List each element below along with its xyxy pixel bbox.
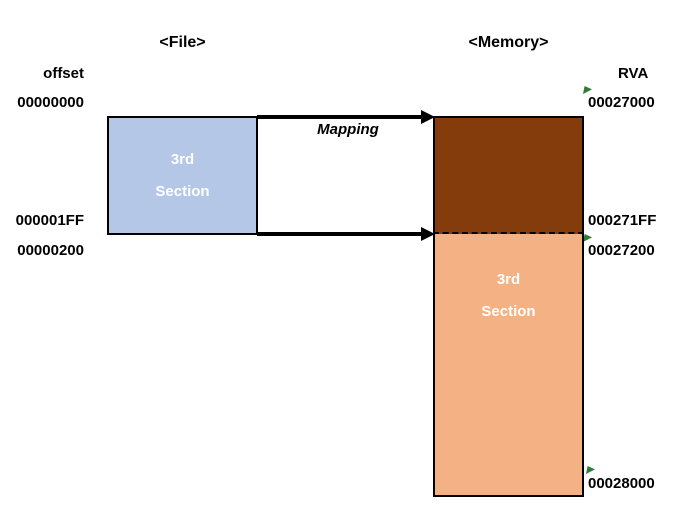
memory-section-label-line2: Section (481, 303, 536, 320)
rva-value-start: 00027000 (588, 94, 655, 111)
mapping-arrow-top-line (257, 115, 423, 119)
green-triangle-marker-icon (586, 466, 595, 474)
offset-value-start: 00000000 (17, 94, 84, 111)
offset-value-next: 00000200 (17, 242, 84, 259)
offset-axis-label: offset (43, 65, 84, 82)
mapping-arrow-bottom-head-icon (421, 227, 435, 241)
memory-section-label-line1: 3rd (496, 271, 521, 288)
memory-header-block (433, 116, 584, 234)
file-section-box: 3rd Section (107, 116, 258, 235)
memory-section-box: 3rd Section (433, 234, 584, 497)
file-section-label-line1: 3rd (170, 150, 195, 168)
rva-value-header-end: 000271FF (588, 212, 657, 229)
green-triangle-marker-icon (583, 86, 592, 94)
rva-value-section-start: 00027200 (588, 242, 655, 259)
offset-value-section-end: 000001FF (15, 212, 84, 229)
file-panel-title: <File> (159, 34, 206, 51)
green-triangle-marker-icon (583, 234, 592, 242)
file-section-label-line2: Section (155, 182, 210, 200)
memory-panel-title: <Memory> (468, 34, 549, 51)
rva-value-end: 00028000 (588, 475, 655, 492)
mapping-arrow-bottom-line (257, 232, 423, 236)
rva-axis-label: RVA (618, 65, 649, 82)
mapping-label: Mapping (317, 121, 379, 138)
mapping-arrow-top-head-icon (421, 110, 435, 124)
